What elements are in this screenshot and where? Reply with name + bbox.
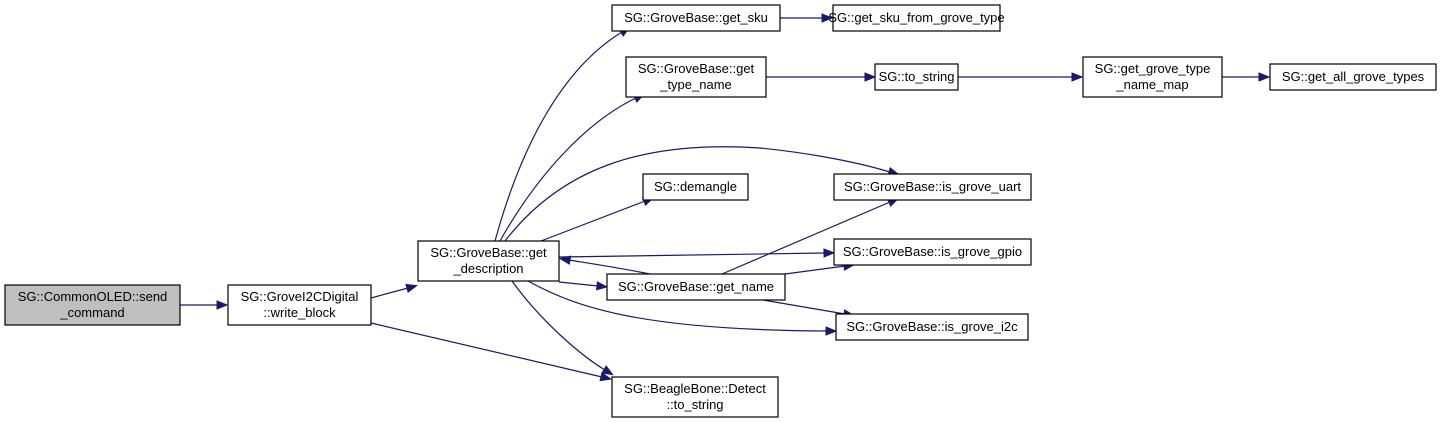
node-box[interactable] <box>1269 63 1437 91</box>
edge-line <box>370 287 409 299</box>
node-box[interactable] <box>417 240 560 282</box>
node-get-sku[interactable]: SG::GroveBase::get_sku <box>611 4 781 32</box>
edge-line <box>558 252 826 258</box>
arrowhead-icon <box>216 300 229 310</box>
node-box[interactable] <box>625 56 767 98</box>
node-bb-to-string[interactable]: SG::BeagleBone::Detect::to_string <box>611 376 779 418</box>
edge-get_description-to-bb_to_string <box>511 280 614 376</box>
node-label: SG::BeagleBone::Detect <box>624 381 766 396</box>
edge-get_description-to-get_sku <box>494 26 631 242</box>
edge-get_description-to-is_grove_i2c <box>527 280 838 336</box>
node-label: ::write_block <box>263 305 336 320</box>
edge-get_name-to-get_description <box>558 255 651 275</box>
node-box[interactable] <box>611 376 779 418</box>
node-label: SG::GroveBase::get_sku <box>624 10 768 25</box>
node-demangle[interactable]: SG::demangle <box>642 173 749 201</box>
node-get-name[interactable]: SG::GroveBase::get_name <box>606 273 786 301</box>
edge-get_type_name-to-to_string <box>766 72 877 82</box>
node-to-string[interactable]: SG::to_string <box>874 63 959 91</box>
edge-line <box>499 97 637 242</box>
node-label: _description <box>452 261 523 276</box>
edge-line <box>370 322 603 378</box>
node-label: SG::GroveBase::is_grove_gpio <box>843 244 1022 259</box>
node-label: SG::GroveBase::get <box>430 245 547 260</box>
node-label: _command <box>59 305 124 320</box>
node-box[interactable] <box>833 173 1032 201</box>
edge-write_block-to-get_description <box>370 283 418 299</box>
node-box[interactable] <box>835 313 1029 341</box>
edge-write_block-to-bb_to_string <box>370 322 613 382</box>
arrowhead-icon <box>825 326 838 336</box>
node-get-grove-type-name-map[interactable]: SG::get_grove_type_name_map <box>1082 56 1223 98</box>
node-box[interactable] <box>4 284 181 326</box>
node-get-sku-from-grove-type[interactable]: SG::get_sku_from_grove_type <box>828 4 1005 32</box>
node-label: _type_name <box>659 77 732 92</box>
edge-line <box>494 31 623 242</box>
node-label: SG::GroveI2CDigital <box>241 289 359 304</box>
node-label: SG::get_sku_from_grove_type <box>828 10 1004 25</box>
arrowhead-icon <box>864 72 877 82</box>
node-label: SG::demangle <box>654 179 737 194</box>
arrowhead-icon <box>1258 72 1271 82</box>
node-label: ::to_string <box>666 397 723 412</box>
node-box[interactable] <box>642 173 749 201</box>
edge-get_description-to-get_type_name <box>499 93 646 242</box>
edge-line <box>511 280 606 371</box>
node-box[interactable] <box>874 63 959 91</box>
node-label: SG::to_string <box>879 69 955 84</box>
edge-get_description-to-get_name <box>558 281 609 291</box>
edge-get_description-to-is_grove_gpio <box>558 248 836 258</box>
edge-line <box>721 201 891 275</box>
edge-get_grove_type_name_map-to-get_all_grove_types <box>1222 72 1271 82</box>
edge-line <box>784 265 846 275</box>
edge-line <box>568 259 651 275</box>
node-box[interactable] <box>606 273 786 301</box>
edge-send_command-to-write_block <box>180 300 229 310</box>
node-label: SG::CommonOLED::send <box>18 289 168 304</box>
node-label: SG::get_grove_type <box>1095 61 1211 76</box>
arrowhead-icon <box>599 372 613 382</box>
node-box[interactable] <box>833 238 1032 266</box>
edge-line <box>527 280 828 332</box>
node-label: SG::get_all_grove_types <box>1282 69 1425 84</box>
node-label: SG::GroveBase::is_grove_uart <box>844 179 1021 194</box>
arrowhead-icon <box>558 255 572 265</box>
node-get-type-name[interactable]: SG::GroveBase::get_type_name <box>625 56 767 98</box>
node-label: SG::GroveBase::get <box>638 61 755 76</box>
arrowhead-icon <box>821 13 834 23</box>
arrowhead-icon <box>596 281 609 291</box>
edge-get_sku-to-get_sku_from_grove_type <box>780 13 834 23</box>
node-get-all-grove-types[interactable]: SG::get_all_grove_types <box>1269 63 1437 91</box>
node-box[interactable] <box>227 284 372 326</box>
arrowhead-icon <box>601 365 614 376</box>
node-box[interactable] <box>832 4 1001 32</box>
node-box[interactable] <box>611 4 781 32</box>
edge-line <box>504 146 891 242</box>
node-is-grove-uart[interactable]: SG::GroveBase::is_grove_uart <box>833 173 1032 201</box>
node-label: SG::GroveBase::get_name <box>618 279 774 294</box>
edge-get_description-to-demangle <box>540 197 655 242</box>
node-send-command[interactable]: SG::CommonOLED::send_command <box>4 284 181 326</box>
node-is-grove-gpio[interactable]: SG::GroveBase::is_grove_gpio <box>833 238 1032 266</box>
arrowhead-icon <box>405 283 418 293</box>
edge-line <box>762 299 846 315</box>
node-box[interactable] <box>1082 56 1223 98</box>
node-is-grove-i2c[interactable]: SG::GroveBase::is_grove_i2c <box>835 313 1029 341</box>
node-write-block[interactable]: SG::GroveI2CDigital::write_block <box>227 284 372 326</box>
node-get-description[interactable]: SG::GroveBase::get_description <box>417 240 560 282</box>
nodes-layer: SG::CommonOLED::send_command SG::GroveI2C… <box>4 4 1437 418</box>
node-label: SG::GroveBase::is_grove_i2c <box>846 319 1018 334</box>
arrowhead-icon <box>823 248 836 258</box>
arrowhead-icon <box>1071 72 1084 82</box>
edge-to_string-to-get_grove_type_name_map <box>958 72 1084 82</box>
node-label: _name_map <box>1115 77 1188 92</box>
edge-line <box>558 281 599 287</box>
edge-line <box>540 200 646 242</box>
